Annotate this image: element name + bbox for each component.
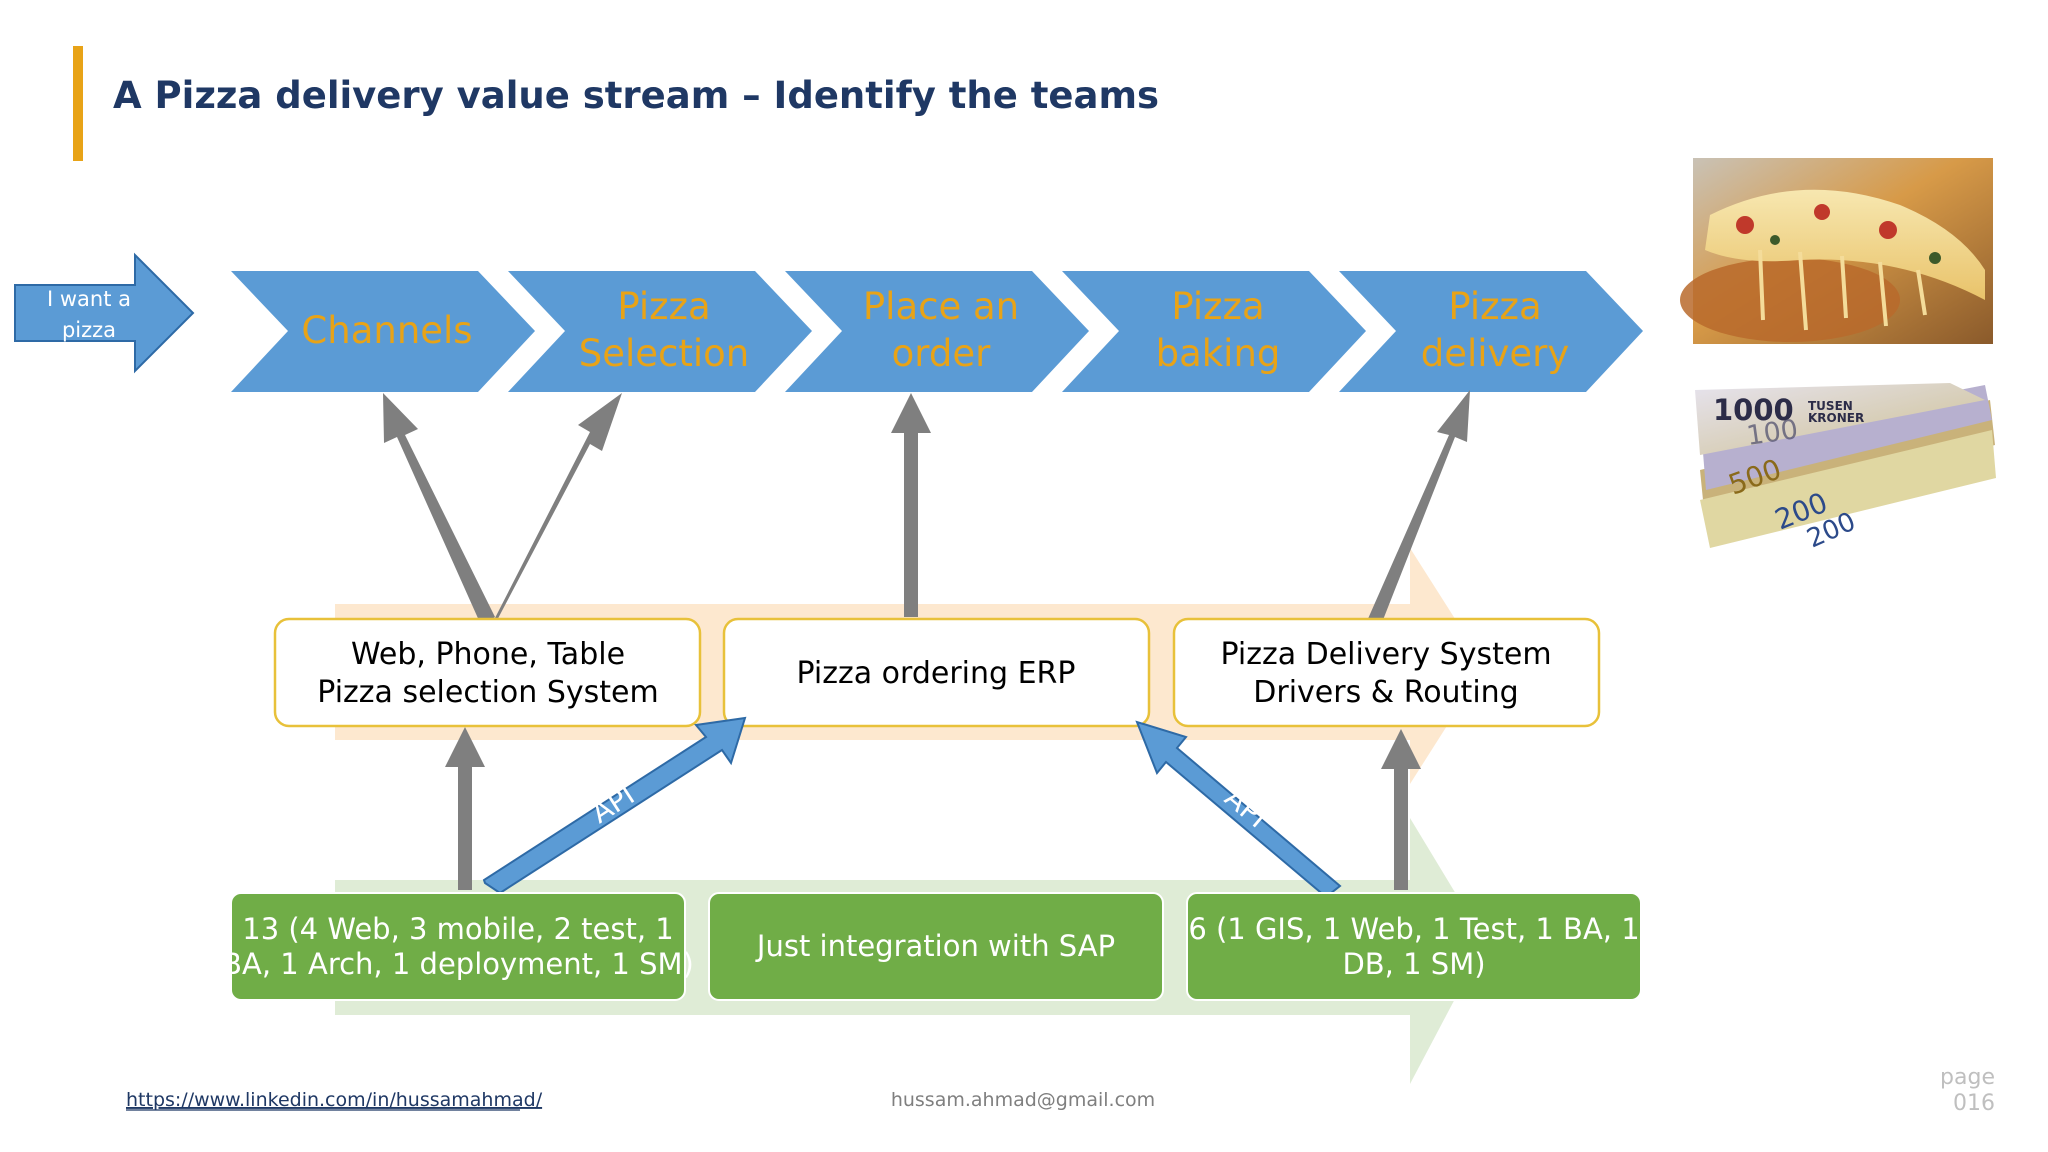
team-label-line1: 6 (1 GIS, 1 Web, 1 Test, 1 BA, 1 (1188, 912, 1639, 946)
team-label: Just integration with SAP (755, 929, 1115, 963)
page-number: 016 (1953, 1091, 1995, 1116)
system-box-erp: Pizza ordering ERP (722, 617, 1151, 728)
team-box-selection: 13 (4 Web, 3 mobile, 2 test, 1 BA, 1 Arc… (222, 892, 694, 1001)
money-note-text: TUSEN (1808, 399, 1853, 413)
team-box-delivery: 6 (1 GIS, 1 Web, 1 Test, 1 BA, 1 DB, 1 S… (1186, 892, 1642, 1001)
stage-chevron-pizza-baking: Pizza baking (1062, 271, 1366, 392)
stage-label-line2: delivery (1421, 332, 1570, 375)
team-label-line1: 13 (4 Web, 3 mobile, 2 test, 1 (242, 912, 673, 946)
system-label-line1: Pizza Delivery System (1220, 637, 1551, 672)
api-arrow-right: API (1135, 720, 1342, 899)
system-label-line2: Drivers & Routing (1253, 675, 1518, 710)
api-arrow-left: API (482, 716, 747, 895)
trigger-arrow (14, 252, 195, 374)
stage-label-line2: order (892, 332, 991, 375)
arrow-selection-to-pizza-selection (487, 393, 622, 626)
arrow-selection-to-channels (383, 393, 495, 625)
stage-chevron-channels: Channels (231, 271, 535, 392)
money-note-value: 1000 (1713, 393, 1794, 427)
stage-chevron-pizza-delivery: Pizza delivery (1339, 271, 1643, 392)
stage-chevron-pizza-selection: Pizza Selection (508, 271, 812, 392)
stage-chevron-place-an-order: Place an order (785, 271, 1089, 392)
system-label-line1: Web, Phone, Table (351, 637, 625, 672)
footer-email: hussam.ahmad@gmail.com (891, 1089, 1155, 1111)
stage-label-line1: Pizza (617, 285, 710, 328)
trigger-label-line1: I want a (47, 287, 131, 311)
stage-label-line2: baking (1156, 332, 1281, 375)
title-accent-bar (73, 46, 83, 161)
stage-label-line1: Pizza (1171, 285, 1264, 328)
money-note-text: KRONER (1808, 411, 1864, 425)
arrow-team3-to-delivery (1381, 729, 1421, 890)
footer-linkedin-link[interactable]: https://www.linkedin.com/in/hussamahmad/ (126, 1089, 543, 1111)
money-photo: 1000 TUSEN KRONER 100 500 200 200 (1693, 383, 1996, 554)
stage-label-line1: Place an (863, 285, 1019, 328)
stage-label-line1: Pizza (1448, 285, 1541, 328)
team-label-line2: DB, 1 SM) (1342, 947, 1485, 981)
arrow-team1-to-selection (445, 727, 485, 890)
arrow-delivery-to-pizza-delivery (1367, 390, 1470, 625)
pizza-photo (1680, 158, 1993, 344)
stage-label-line2: Selection (579, 332, 750, 375)
team-box-erp: Just integration with SAP (708, 892, 1164, 1001)
trigger-label-line2: pizza (62, 318, 116, 342)
system-label: Pizza ordering ERP (797, 656, 1076, 691)
page-title: A Pizza delivery value stream – Identify… (113, 74, 1159, 117)
money-note-value: 100 (1745, 414, 1800, 452)
system-box-delivery: Pizza Delivery System Drivers & Routing (1172, 617, 1601, 728)
system-label-line2: Pizza selection System (317, 675, 658, 710)
team-label-line2: BA, 1 Arch, 1 deployment, 1 SM) (222, 947, 694, 981)
arrow-erp-to-place-order (891, 393, 931, 617)
system-box-selection: Web, Phone, Table Pizza selection System (273, 617, 702, 728)
stage-label: Channels (301, 309, 472, 352)
page-label: page (1940, 1065, 1995, 1090)
